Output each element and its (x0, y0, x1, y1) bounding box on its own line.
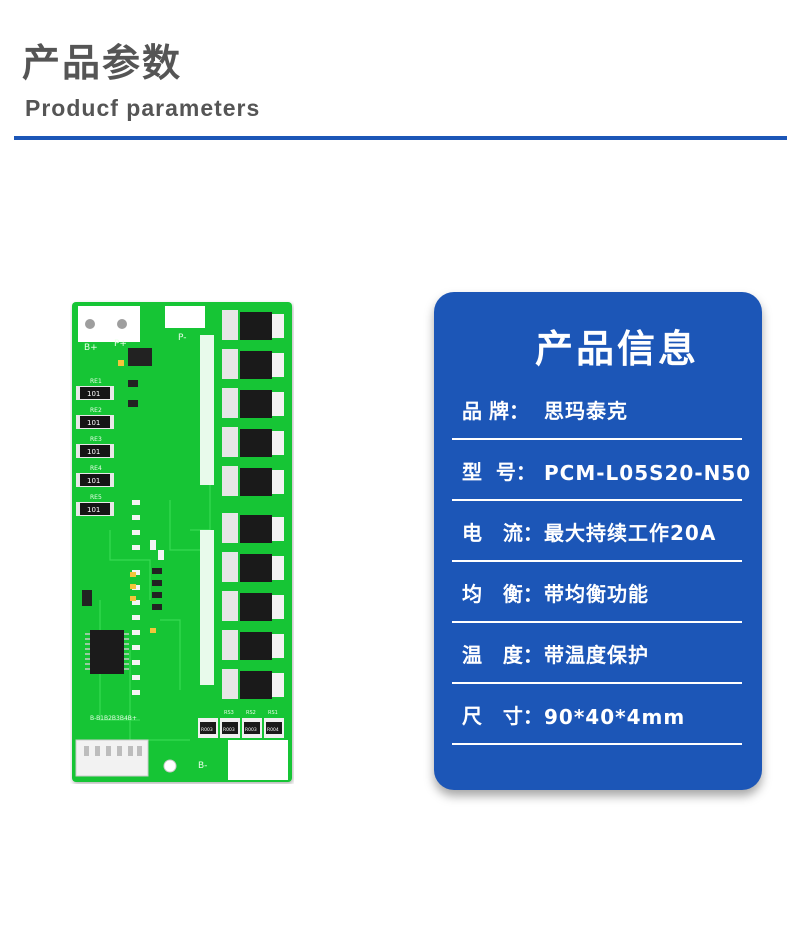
info-row: 尺 寸：90*40*4mm (452, 685, 742, 745)
info-row: 品 牌： 思玛泰克 (452, 380, 742, 440)
pcb-connector-label: B-B1B2B3B4B+ (90, 715, 137, 722)
page-title-cn: 产品参数 (22, 41, 183, 85)
info-row-label: 均 衡： (462, 582, 543, 606)
info-row-label: 品 牌： (462, 399, 529, 423)
header-divider (14, 136, 787, 140)
info-row: 电 流：最大持续工作20A (452, 502, 742, 562)
pcb-label-bplus: B+ (84, 343, 98, 353)
pcb-shunt-value: R003 (201, 727, 213, 733)
pcb-resistor-label: RE4 (90, 465, 102, 472)
pcb-resistor-value: 101 (87, 390, 100, 398)
info-row-value: 最大持续工作20A (544, 521, 717, 545)
pcb-resistor-label: RE5 (90, 494, 102, 501)
info-card-title: 产品信息 (534, 327, 699, 371)
info-card (434, 292, 762, 790)
info-row: 温 度：带温度保护 (452, 624, 742, 684)
pcb-resistor-value: 101 (87, 506, 100, 514)
pcb-resistor-label: RE2 (90, 407, 102, 414)
info-row: 型 号： PCM-L05S20-N50 (452, 441, 750, 501)
pcb-shunt-label: RS2 (246, 710, 256, 716)
pcb-label-pplus: P+ (114, 339, 127, 349)
info-row-label: 型 号： (462, 460, 536, 484)
info-row-value: PCM-L05S20-N50 (544, 461, 752, 485)
info-row-value: 带温度保护 (544, 643, 649, 667)
pcb-resistor-value: 101 (87, 448, 100, 456)
pcb-shunt-resistors: R003 R003 R003 R004 RS3 RS2 RS1 (198, 710, 284, 738)
info-row-value: 思玛泰克 (544, 399, 628, 423)
pcb-resistor-label: RE1 (90, 378, 102, 385)
pcb-shunt-value: R003 (245, 727, 257, 733)
svg-text:B+: B+ (84, 343, 98, 353)
info-row: 均 衡：带均衡功能 (452, 563, 742, 623)
pcb-label-pminus: P- (178, 333, 186, 343)
info-row-label: 尺 寸： (462, 704, 543, 728)
pcb-shunt-label: RS3 (224, 710, 234, 716)
pcb-shunt-value: R004 (267, 727, 279, 733)
pcb-resistor-label: RE3 (90, 436, 102, 443)
info-row-label: 电 流： (462, 521, 543, 545)
pcb-resistor-value: 101 (87, 477, 100, 485)
pcb-resistor-value: 101 (87, 419, 100, 427)
pcb-shunt-label: RS1 (268, 710, 278, 716)
page-title-en: Producf parameters (25, 95, 261, 121)
info-row-value: 90*40*4mm (544, 705, 686, 729)
pcb-shunt-value: R003 (223, 727, 235, 733)
pcb-mosfets (222, 310, 284, 699)
info-row-value: 带均衡功能 (544, 582, 649, 606)
pcb-label-bminus: B- (198, 761, 207, 771)
info-row-label: 温 度： (462, 643, 543, 667)
